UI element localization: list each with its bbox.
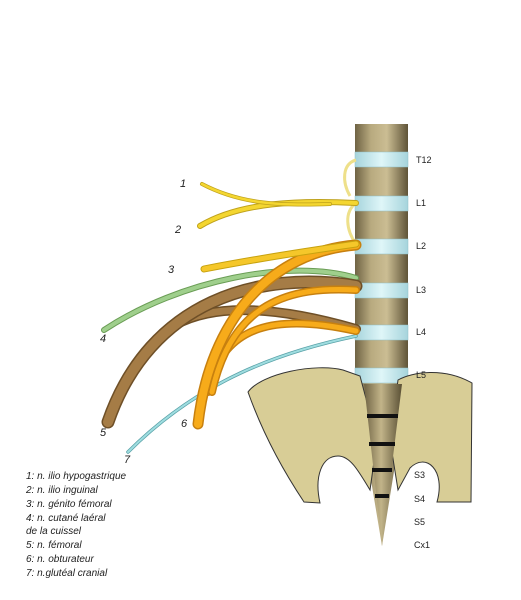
ilium-right [389,372,473,503]
disc-l3 [354,282,409,299]
disc-l1 [354,195,409,212]
nerves [101,182,363,454]
label-l3: L3 [416,285,426,295]
nerve-label-6: 6 [181,418,188,430]
ilium-left [247,367,378,504]
vertebral-column [355,124,408,386]
legend-item-7: 7: n.glutéal cranial [26,568,108,579]
sacrum-overlay [364,384,402,546]
label-l1: L1 [416,198,426,208]
label-cx1: Cx1 [414,540,430,550]
nerve-1-path-fill [200,182,332,206]
legend-item-5: 5: n. fémoral [26,540,82,551]
label-s5: S5 [414,517,425,527]
nerve-7-path-fill [127,335,357,453]
legend-item-3: 3: n. génito fémoral [26,499,112,510]
label-l4: L4 [416,327,426,337]
nerve-3-path-fill [201,241,359,272]
disc-t12 [354,151,409,168]
pelvis [247,367,473,546]
legend-item-4: 4: n. cutané laéral de la cuissel [26,513,106,537]
legend-item-1: 1: n. ilio hypogastrique [26,471,127,482]
label-s4: S4 [414,494,425,504]
nerve-label-5: 5 [100,427,107,439]
nerve-label-2: 2 [174,224,181,236]
legend-item-6: 6: n. obturateur [26,554,94,565]
label-t12: T12 [416,155,432,165]
disc-l4 [354,324,409,341]
nerve-6-branch-l3-fill [209,286,359,395]
label-s3: S3 [414,470,425,480]
label-l2: L2 [416,241,426,251]
vertebra-labels: T12 L1 L2 L3 L4 L5 S3 S4 S5 Cx1 [414,155,432,550]
nerve-number-labels: 1 2 3 4 5 6 7 [100,178,188,466]
nerve-5-path-fill [103,277,361,427]
label-l5: L5 [416,370,426,380]
disc-l2 [354,238,409,255]
ramus-t12 [343,158,357,197]
nerve-label-1: 1 [180,178,186,190]
nerve-label-3: 3 [168,264,175,276]
legend: 1: n. ilio hypogastrique 2: n. ilio ingu… [26,470,126,581]
nerve-label-7: 7 [124,454,131,466]
legend-item-2: 2: n. ilio inguinal [26,485,98,496]
nerve-label-4: 4 [100,333,106,345]
nerve-4-path-fill [102,268,358,332]
